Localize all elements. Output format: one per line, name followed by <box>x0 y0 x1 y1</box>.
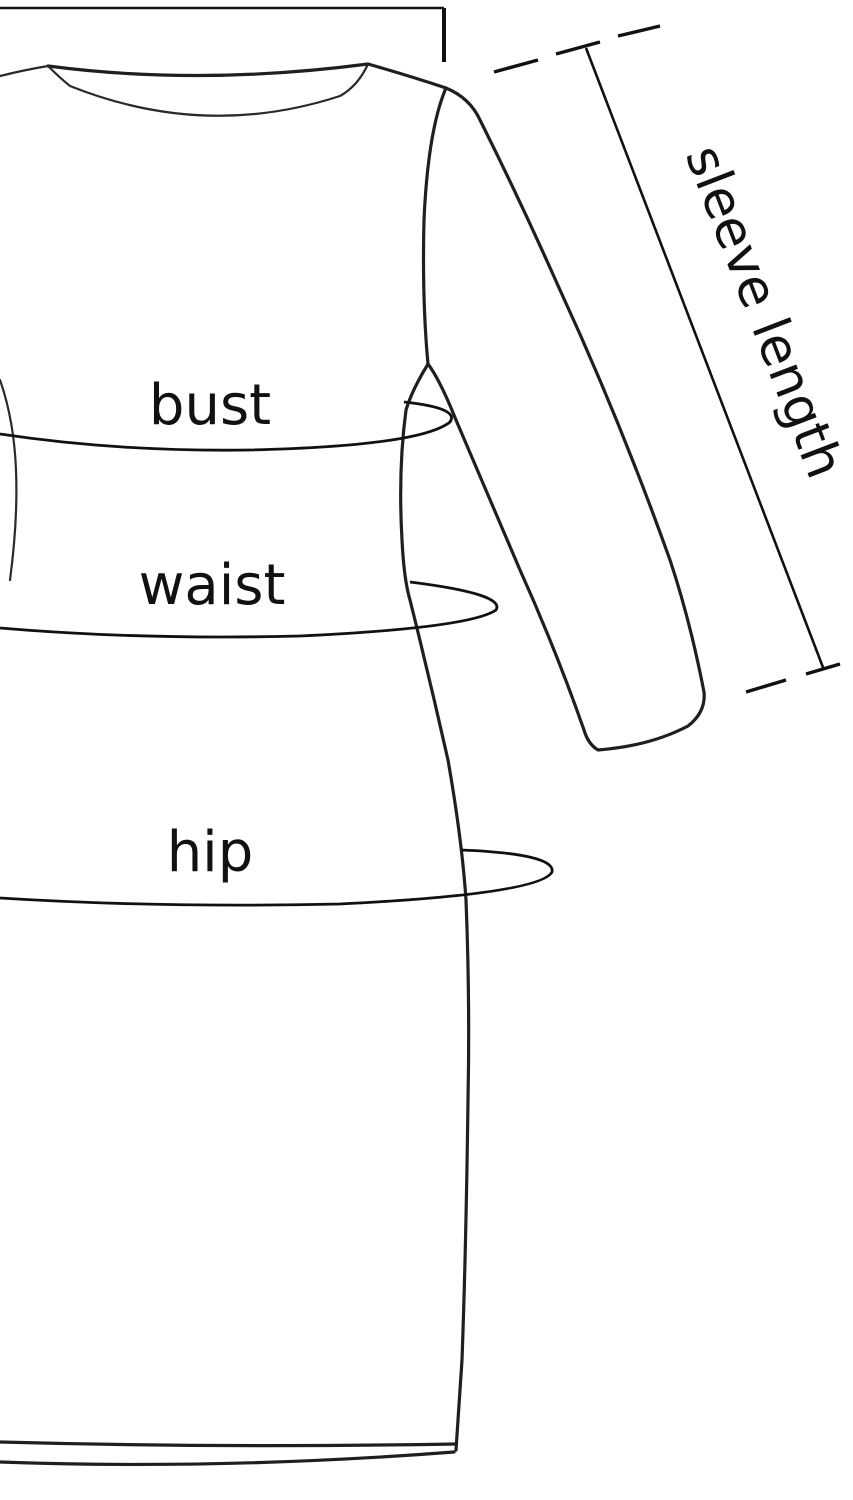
hip-measure-ring: hip <box>0 820 554 907</box>
bust-label: bust <box>149 373 271 438</box>
top-dimension-line <box>0 6 446 62</box>
sleeve-length-label: sleeve length <box>673 138 853 487</box>
hip-label: hip <box>167 820 254 885</box>
bust-measure-ring: bust <box>0 373 453 452</box>
sleeve-outline <box>426 86 706 752</box>
waist-measure-ring: waist <box>0 553 499 639</box>
waist-label: waist <box>139 553 286 618</box>
dress-outline <box>0 62 471 1467</box>
sleeve-length-dimension: sleeve length <box>493 24 853 694</box>
